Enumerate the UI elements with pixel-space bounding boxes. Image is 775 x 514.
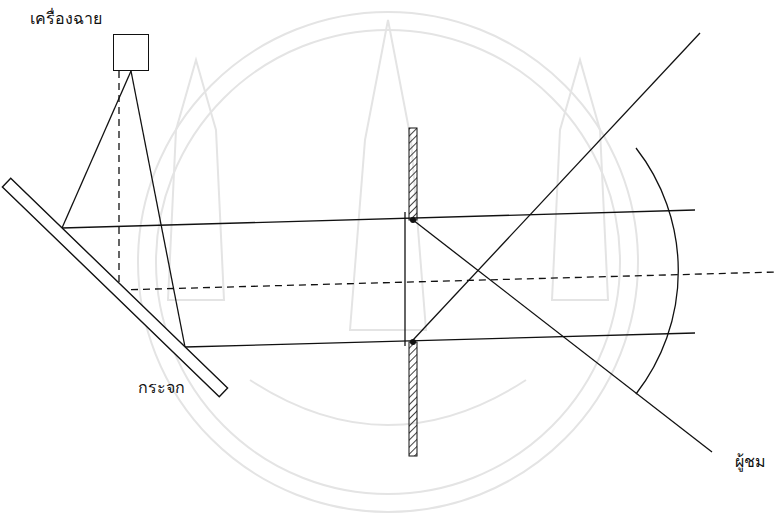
mirror-shape (2, 178, 227, 396)
projection-axis (118, 71, 119, 283)
mirror-outline (0, 170, 236, 402)
viewer-label: ผู้ชม (735, 452, 766, 471)
projector-box: เครื่องฉาย (113, 34, 149, 71)
screen-opening (404, 212, 405, 346)
optical-axis (119, 272, 775, 290)
sight-line (413, 33, 700, 340)
light-ray (62, 71, 131, 228)
light-ray (62, 210, 695, 228)
node-label: กระจก (138, 378, 185, 397)
node-label: เครื่องฉาย (30, 9, 102, 28)
angle-arc (636, 148, 678, 394)
watermark-seal (138, 12, 638, 512)
mirror-panel: กระจก (0, 170, 236, 402)
light-ray (185, 333, 695, 347)
screen-wall (409, 128, 417, 456)
